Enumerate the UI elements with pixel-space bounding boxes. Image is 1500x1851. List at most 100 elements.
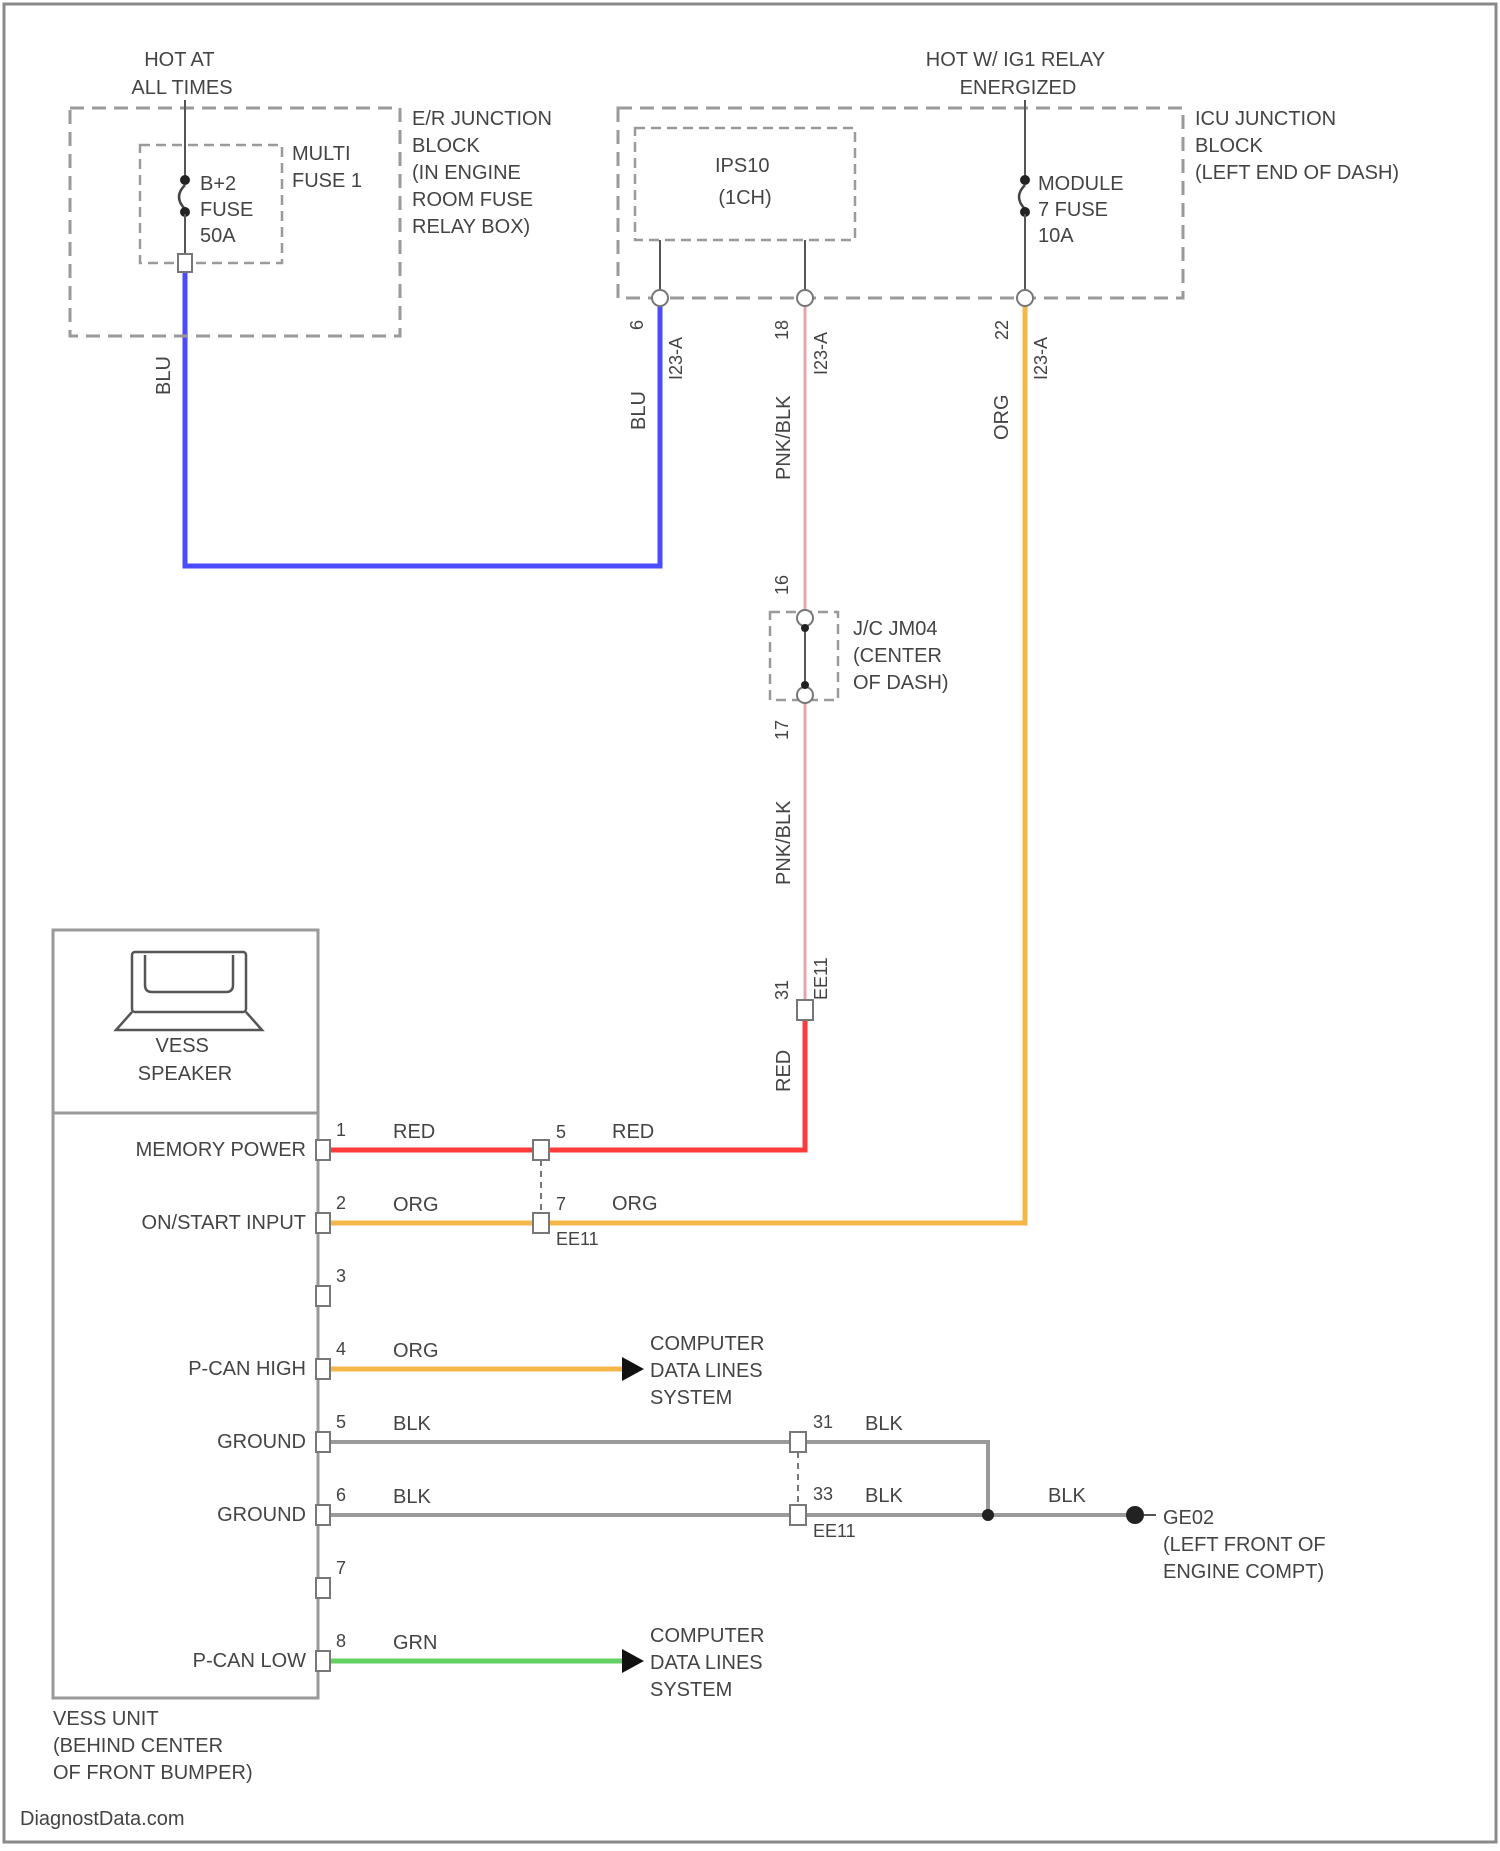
vess-pin-terminal <box>316 1432 330 1452</box>
vess-unit-label: VESS UNIT (BEHIND CENTER OF FRONT BUMPER… <box>53 1708 253 1784</box>
vess-pin-wire-color: ORG <box>393 1194 439 1216</box>
data-lines-high-line-2: DATA LINES <box>650 1360 763 1382</box>
multi-fuse-line-2: FUSE 1 <box>292 170 362 192</box>
er-junction-line-1: E/R JUNCTION <box>412 108 552 130</box>
b2-fuse-label: B+2 FUSE 50A <box>200 173 259 247</box>
data-lines-label-high: COMPUTER DATA LINES SYSTEM <box>650 1333 770 1409</box>
b2-fuse-line-1: B+2 <box>200 173 236 195</box>
ips10-label: IPS10 (1CH) <box>715 155 775 209</box>
icu-junction-line-3: (LEFT END OF DASH) <box>1195 162 1399 184</box>
org-wire-label-right: ORG <box>612 1193 658 1215</box>
vess-pin-wire-color: GRN <box>393 1632 437 1654</box>
ee11-ground-pin-31: 31 <box>813 1412 833 1432</box>
org-wire-label-vertical: ORG <box>991 394 1013 440</box>
icu-connector-3: I23-A <box>1031 337 1051 380</box>
icu-connector-2: I23-A <box>811 332 831 375</box>
vess-pin-name: P-CAN LOW <box>193 1650 306 1672</box>
module7-dot-top <box>1020 175 1030 185</box>
jc-terminal-17 <box>797 687 813 703</box>
jc-pin-17: 17 <box>772 720 792 740</box>
vess-unit-box <box>53 1113 318 1698</box>
speaker-icon <box>116 952 262 1030</box>
splice-dot <box>982 1509 994 1521</box>
vess-pin-number: 4 <box>336 1339 346 1359</box>
vess-speaker-line-2: SPEAKER <box>138 1063 232 1085</box>
ee11-top-connector: EE11 <box>811 957 831 1000</box>
ee11-top-terminal <box>797 1000 813 1020</box>
ips10-line-2: (1CH) <box>718 187 771 209</box>
vess-pin-number: 7 <box>336 1558 346 1578</box>
er-junction-label: E/R JUNCTION BLOCK (IN ENGINE ROOM FUSE … <box>412 108 558 238</box>
module7-line-2: 7 FUSE <box>1038 199 1108 221</box>
blk-wire-label-ge02: BLK <box>1048 1485 1086 1507</box>
vess-pin-terminal <box>316 1359 330 1379</box>
icu-pin-6: 6 <box>627 320 647 330</box>
jc-jm04-label: J/C JM04 (CENTER OF DASH) <box>853 618 949 694</box>
vess-pin-wire-color: ORG <box>393 1340 439 1362</box>
speaker-icon-cone <box>145 955 233 992</box>
data-lines-low-line-1: COMPUTER <box>650 1625 764 1647</box>
blu-wire-label-right: BLU <box>628 391 650 430</box>
ee11-top-pin: 31 <box>772 980 792 1000</box>
vess-pin-terminal <box>316 1651 330 1671</box>
hot-at-all-times-label: HOT AT ALL TIMES <box>131 49 232 99</box>
fuse-dot-top <box>180 175 190 185</box>
er-junction-line-3: (IN ENGINE <box>412 162 521 184</box>
vess-unit-line-2: (BEHIND CENTER <box>53 1735 223 1757</box>
er-junction-line-2: BLOCK <box>412 135 480 157</box>
red-wire-label-right: RED <box>612 1121 654 1143</box>
blu-wire-label-left: BLU <box>153 356 175 395</box>
blk-wire-label-33: BLK <box>865 1485 903 1507</box>
icu-junction-line-1: ICU JUNCTION <box>1195 108 1336 130</box>
fuse-terminal <box>178 254 192 272</box>
vess-pin-wire-color: BLK <box>393 1486 431 1508</box>
ge02-line-3: ENGINE COMPT) <box>1163 1561 1324 1583</box>
multi-fuse-line-1: MULTI <box>292 143 351 165</box>
vess-pin-name: MEMORY POWER <box>136 1139 306 1161</box>
vess-pin-terminal <box>316 1286 330 1306</box>
vess-pin-number: 1 <box>336 1120 346 1140</box>
speaker-icon-body <box>132 952 246 1012</box>
vess-speaker-label: VESS SPEAKER <box>138 1035 232 1085</box>
blk-wire-label-31: BLK <box>865 1413 903 1435</box>
vess-pin-name: GROUND <box>217 1431 306 1453</box>
pnk-blk-wire-label-lower: PNK/BLK <box>773 800 795 885</box>
jc-pin-16: 16 <box>772 575 792 595</box>
jc-line-3: OF DASH) <box>853 672 949 694</box>
vess-pin-name: P-CAN HIGH <box>188 1358 306 1380</box>
vess-pin-terminal <box>316 1505 330 1525</box>
speaker-icon-base <box>116 1012 262 1030</box>
vess-unit-line-3: OF FRONT BUMPER) <box>53 1762 253 1784</box>
hot-at-all-times-line-1: HOT AT <box>144 49 214 71</box>
jc-line-2: (CENTER <box>853 645 942 667</box>
ee11-mid-pin-5: 5 <box>556 1122 566 1142</box>
icu-terminal-22 <box>1017 290 1033 306</box>
ge02-line-1: GE02 <box>1163 1507 1214 1529</box>
module7-fuse-symbol <box>1019 185 1025 209</box>
hot-ig1-line-1: HOT W/ IG1 RELAY <box>926 49 1105 71</box>
ips10-line-1: IPS10 <box>715 155 769 177</box>
icu-connector-1: I23-A <box>666 337 686 380</box>
icu-junction-line-2: BLOCK <box>1195 135 1263 157</box>
hot-ig1-line-2: ENERGIZED <box>960 77 1077 99</box>
vess-speaker-box <box>53 930 318 1113</box>
fuse-symbol <box>179 185 185 209</box>
icu-junction-label: ICU JUNCTION BLOCK (LEFT END OF DASH) <box>1195 108 1399 184</box>
watermark: DiagnostData.com <box>20 1808 185 1830</box>
vess-pin-wire-color: RED <box>393 1121 435 1143</box>
jc-terminal-16 <box>797 610 813 626</box>
jc-line-1: J/C JM04 <box>853 618 937 640</box>
data-lines-low-line-3: SYSTEM <box>650 1679 732 1701</box>
jc-dot-1 <box>801 624 809 632</box>
vess-pin-terminal <box>316 1578 330 1598</box>
vess-pin-terminal <box>316 1213 330 1233</box>
ee11-ground-pin-33: 33 <box>813 1484 833 1504</box>
b2-fuse-line-2: FUSE <box>200 199 253 221</box>
hot-ig1-label: HOT W/ IG1 RELAY ENERGIZED <box>926 49 1111 99</box>
data-lines-arrow-low <box>622 1649 644 1673</box>
er-junction-line-4: ROOM FUSE <box>412 189 533 211</box>
vess-pin-number: 8 <box>336 1631 346 1651</box>
